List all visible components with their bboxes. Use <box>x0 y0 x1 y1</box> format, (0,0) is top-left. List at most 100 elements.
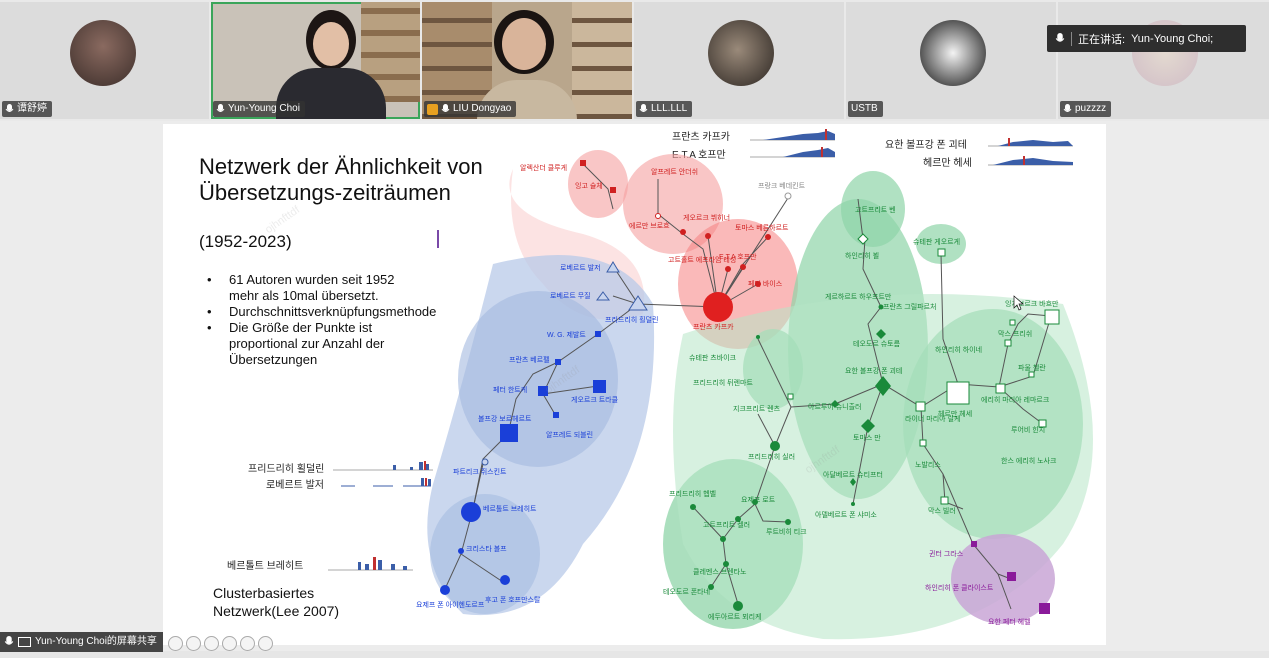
node-label: 한스 에리히 노사크 <box>1001 456 1057 465</box>
cluster-backgrounds <box>427 150 1093 640</box>
node-label: 토마스 만 <box>853 433 881 442</box>
node-label: 막스 프리쉬 <box>998 329 1032 338</box>
node-label: 슈테판 츠바이크 <box>689 353 737 362</box>
node-label: 프리드리히 실러 <box>748 452 795 461</box>
person-face <box>502 18 546 70</box>
eraser-button[interactable] <box>222 636 237 651</box>
avatar <box>708 20 774 86</box>
participant-tile[interactable]: LIU Dongyao <box>422 2 632 119</box>
node-label: 고트프리트 켈러 <box>703 520 750 529</box>
node-label: 요제프 로트 <box>741 496 776 504</box>
participant-name: puzzzz <box>1075 103 1107 114</box>
bookshelf-background <box>572 2 632 119</box>
active-speaker-banner: 正在讲话: Yun-Young Choi; <box>1047 25 1246 52</box>
play-button[interactable] <box>186 636 201 651</box>
node-label: 잉고 슐체 <box>575 181 603 190</box>
spark-label: 요한 볼프강 폰 괴테 <box>885 140 967 151</box>
node-label: 파트리크 쥐스킨트 <box>453 467 507 476</box>
spark-label: 헤르만 헤세 <box>923 158 972 169</box>
node-label: 라이너 마리아 릴케 <box>905 414 960 423</box>
node-label: 프리드리히 헵벨 <box>669 489 716 498</box>
node-label: 지크프리트 렌츠 <box>733 404 781 413</box>
avatar <box>920 20 986 86</box>
divider <box>1071 31 1072 46</box>
participant-name: LLL.LLL <box>651 103 688 114</box>
spark-label: 베르톨트 브레히트 <box>227 561 304 572</box>
participant-name-tag: LLL.LLL <box>636 101 693 117</box>
node-label: 귄터 그라스 <box>929 549 964 558</box>
more-button[interactable] <box>258 636 273 651</box>
participant-tile[interactable]: 谭舒婷 <box>0 2 209 119</box>
node-label: 요한 페터 헤벨 <box>988 617 1031 626</box>
pen-tool-button[interactable] <box>204 636 219 651</box>
node-label: 페터 한트케 <box>493 385 527 394</box>
node-label: 슈테판 게오르게 <box>913 237 960 246</box>
node-label: 프랑크 베데킨트 <box>758 181 806 190</box>
node-label: 프란츠 카프카 <box>693 322 734 331</box>
node-label: 에리히 마리아 레마르크 <box>981 395 1050 404</box>
presentation-slide: Netzwerk der Ähnlichkeit von Übersetzung… <box>163 124 1106 645</box>
node-label: 로베르트 무질 <box>550 291 591 300</box>
spark-label: 로베르트 발저 <box>266 480 324 491</box>
sparkline-group <box>328 129 1073 571</box>
node-label: 고트홀트 에프라임 레싱 <box>668 255 736 264</box>
mic-icon <box>216 103 225 112</box>
node-label: 베르톨트 브레히트 <box>483 504 537 513</box>
node-label: 테오도르 폰타네 <box>663 587 710 596</box>
spark-label: 프란츠 카프카 <box>672 132 730 143</box>
node-label: 아달베르트 슈티프터 <box>823 470 883 479</box>
bullet-item: Die Größe der Punkte ist proportional zu… <box>205 320 415 368</box>
slide-title: Netzwerk der Ähnlichkeit von Übersetzung… <box>199 154 483 205</box>
mic-icon <box>441 103 450 112</box>
participant-name: USTB <box>851 103 878 114</box>
network-graph: 알렉산더 클루게 잉고 슐체 알프레트 안더쉬 에르만 브로흐 게오르크 뷔히너… <box>328 129 1093 640</box>
mic-icon <box>4 636 14 645</box>
node-label: 하인리히 뵐 <box>845 251 879 260</box>
node-label: 헤르만 헤세 <box>938 409 972 418</box>
speaking-label: 正在讲话: <box>1078 33 1126 46</box>
zoom-button[interactable] <box>240 636 255 651</box>
bookshelf-background <box>422 2 492 119</box>
participant-tile[interactable]: LLL.LLL <box>634 2 844 119</box>
participant-tile-active[interactable]: Yun-Young Choi <box>211 2 420 119</box>
node-label: 루트비히 티크 <box>766 527 807 536</box>
node-label: 게오르크 뷔히너 <box>683 213 730 222</box>
participant-strip: 谭舒婷 Yun-Young Choi LIU Dongyao LLL.LLL <box>0 0 1269 121</box>
network-nodes <box>440 160 1060 614</box>
network-labels: 알렉산더 클루게 잉고 슐체 알프레트 안더쉬 에르만 브로흐 게오르크 뷔히너… <box>416 163 1059 626</box>
node-label: 요한 볼프강 폰 괴테 <box>845 366 902 375</box>
mic-icon <box>1063 103 1072 112</box>
participant-tile[interactable]: USTB <box>846 2 1056 119</box>
node-label: 테오도르 슈토름 <box>853 340 901 348</box>
node-label: 프리드리히 횔덜린 <box>605 315 658 324</box>
speaking-name: Yun-Young Choi; <box>1131 32 1214 45</box>
node-label: 후고 폰 호프만스탈 <box>485 595 541 604</box>
participant-name-tag: LIU Dongyao <box>424 101 517 117</box>
participant-name-tag: 谭舒婷 <box>2 101 52 117</box>
node-label: 볼프강 보르헤르트 <box>478 414 532 423</box>
node-label: 에르만 브로흐 <box>629 221 670 230</box>
mic-icon <box>5 103 14 112</box>
node-label: 막스 빌러 <box>928 506 956 515</box>
participant-tile[interactable]: puzzzz <box>1058 2 1269 119</box>
screen-share-indicator[interactable]: Yun-Young Choi的屏幕共享 <box>0 632 163 652</box>
bullet-item: Durchschnittsverknüpfungsmethode <box>205 304 436 320</box>
participant-name-tag: puzzzz <box>1060 101 1112 117</box>
participant-name: Yun-Young Choi <box>228 103 300 114</box>
avatar <box>70 20 136 86</box>
node-label: 하인리히 폰 클라이스트 <box>925 583 994 592</box>
participant-name: 谭舒婷 <box>17 103 47 114</box>
node-label: 토마스 베른하르트 <box>735 223 789 232</box>
text-cursor <box>437 230 439 248</box>
participant-name: LIU Dongyao <box>453 103 512 114</box>
spark-label: E.T.A 호프만 <box>672 150 726 161</box>
mouse-pointer-icon <box>1013 295 1024 311</box>
node-label: 알프레트 안더쉬 <box>651 167 698 176</box>
node-label: W. G. 제발트 <box>547 330 586 339</box>
node-label: 페터 바이스 <box>748 279 783 288</box>
mic-icon <box>639 103 648 112</box>
node-label: 알프레트 되블린 <box>546 430 593 439</box>
person-face <box>313 22 349 66</box>
prev-button[interactable] <box>168 636 183 651</box>
node-label: 클레멘스 브렌타노 <box>693 567 747 576</box>
